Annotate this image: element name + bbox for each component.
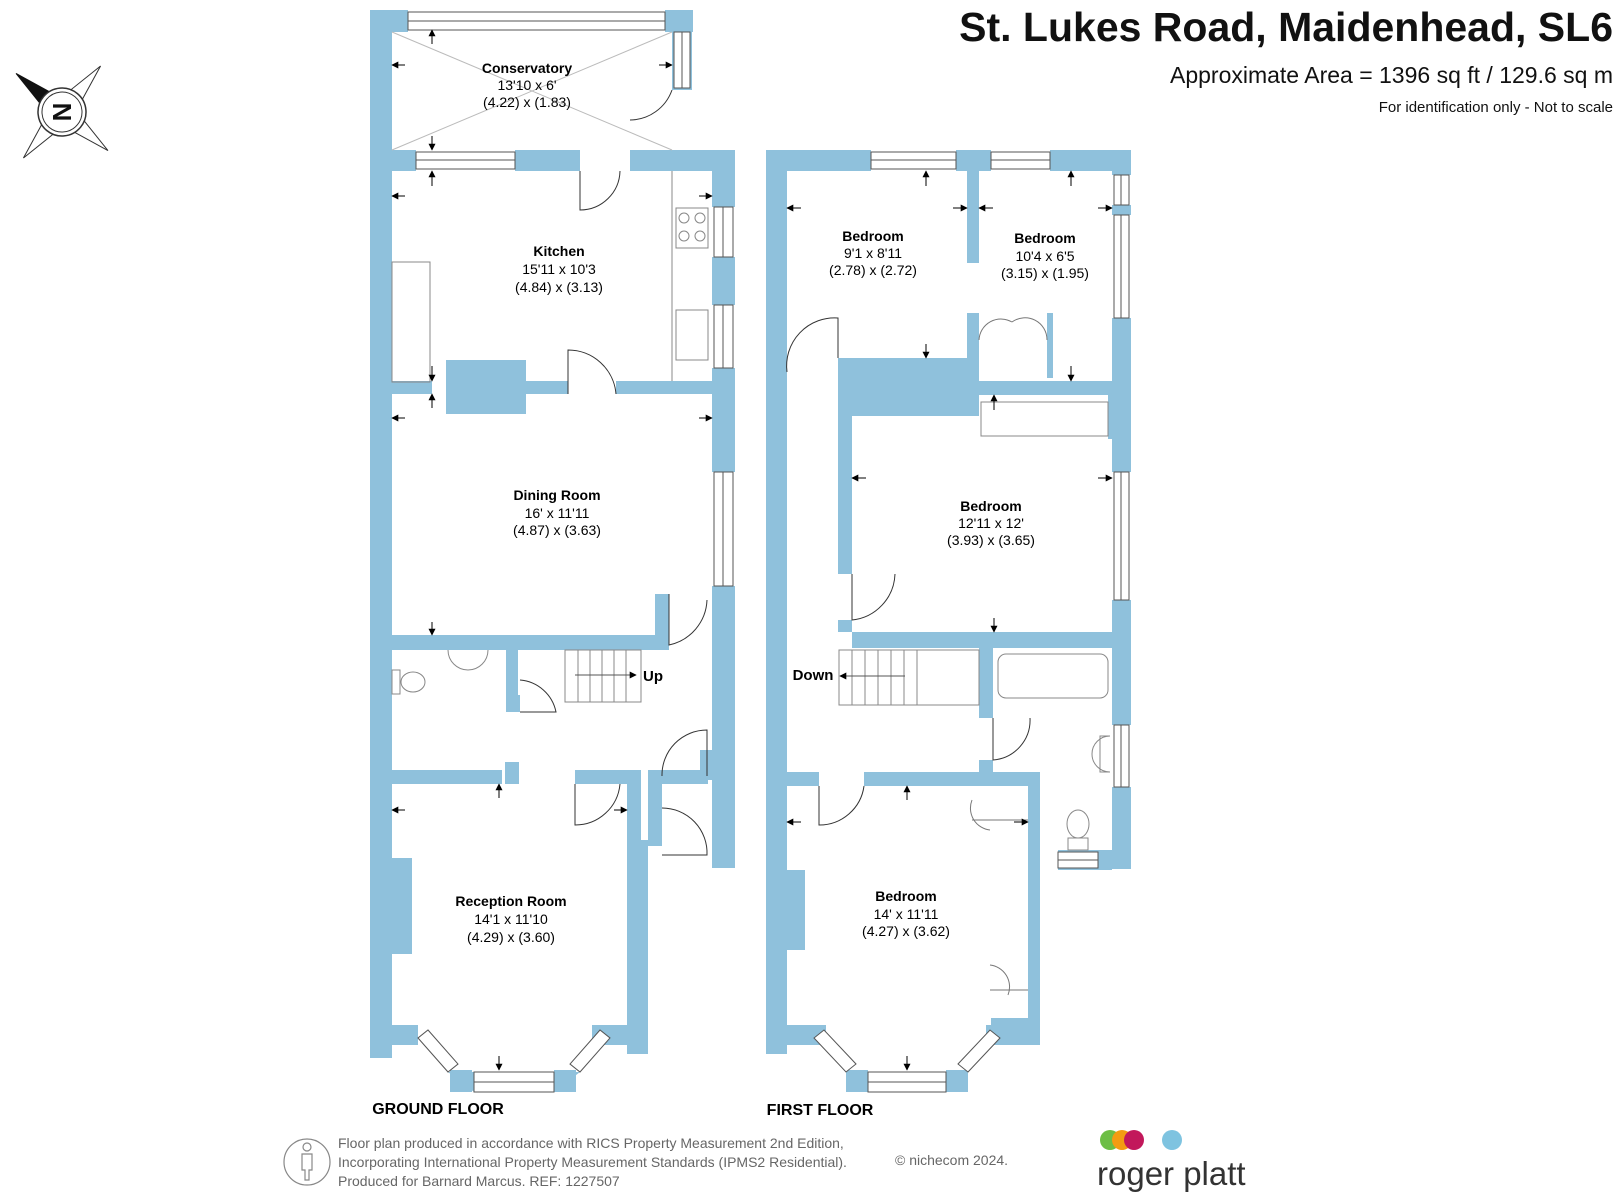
- first-floor-labels: Bedroom 9'1 x 8'11 (2.78) x (2.72) Bedro…: [767, 228, 1089, 1119]
- room-name: Conservatory: [482, 60, 572, 76]
- property-title: St. Lukes Road, Maidenhead, SL6: [959, 4, 1613, 50]
- room-name: Kitchen: [533, 243, 584, 259]
- first-floor-plan: [766, 150, 1131, 1092]
- north-arrow-icon: N: [15, 65, 109, 159]
- first-floor-measure-arrows: [786, 170, 1113, 1071]
- room-name: Bedroom: [875, 888, 936, 904]
- ground-floor-label: GROUND FLOOR: [372, 1101, 504, 1118]
- room-metric: (4.22) x (1.83): [483, 94, 571, 110]
- first-floor-doors: [786, 317, 1111, 996]
- ground-floor-doors: [391, 31, 709, 856]
- approximate-area: Approximate Area = 1396 sq ft / 129.6 sq…: [1169, 62, 1613, 88]
- room-imperial: 14' x 11'11: [874, 906, 939, 922]
- ground-floor-measure-arrows: [391, 29, 713, 1071]
- room-imperial: 16' x 11'11: [525, 505, 590, 521]
- room-metric: (2.78) x (2.72): [829, 262, 917, 278]
- room-imperial: 15'11 x 10'3: [522, 261, 596, 277]
- room-metric: (4.87) x (3.63): [513, 522, 601, 538]
- footer-line: Incorporating International Property Mea…: [338, 1154, 847, 1170]
- room-imperial: 10'4 x 6'5: [1015, 248, 1074, 264]
- room-name: Reception Room: [455, 893, 566, 909]
- stairs-down-label: Down: [793, 667, 834, 684]
- room-metric: (3.15) x (1.95): [1001, 265, 1089, 281]
- room-metric: (4.27) x (3.62): [862, 923, 950, 939]
- identification-note: For identification only - Not to scale: [1378, 99, 1613, 116]
- first-floor-windows: [813, 151, 1130, 1093]
- room-name: Bedroom: [1014, 230, 1075, 246]
- room-imperial: 14'1 x 11'10: [474, 911, 548, 927]
- room-name: Bedroom: [842, 228, 903, 244]
- first-floor-label: FIRST FLOOR: [767, 1102, 874, 1119]
- room-metric: (4.84) x (3.13): [515, 279, 603, 295]
- room-name: Dining Room: [513, 487, 600, 503]
- footer-disclaimer: Floor plan produced in accordance with R…: [338, 1134, 847, 1191]
- copyright: © nichecom 2024.: [895, 1152, 1009, 1168]
- compass-letter: N: [47, 103, 77, 122]
- room-metric: (4.29) x (3.60): [467, 929, 555, 945]
- room-name: Bedroom: [960, 498, 1021, 514]
- ground-floor-windows: [407, 11, 734, 1093]
- ground-floor-labels: Conservatory 13'10 x 6' (4.22) x (1.83) …: [372, 60, 663, 1118]
- logo-wordmark: roger platt: [1097, 1155, 1246, 1192]
- room-imperial: 9'1 x 8'11: [844, 245, 902, 261]
- footer-line: Floor plan produced in accordance with R…: [338, 1135, 844, 1151]
- stairs-up-label: Up: [643, 668, 663, 685]
- footer-line: Produced for Barnard Marcus. REF: 122750…: [338, 1173, 620, 1189]
- room-imperial: 13'10 x 6': [497, 77, 556, 93]
- room-imperial: 12'11 x 12': [958, 515, 1024, 531]
- logo-dots: [1100, 1130, 1182, 1150]
- room-metric: (3.93) x (3.65): [947, 532, 1035, 548]
- person-icon: [283, 1138, 331, 1186]
